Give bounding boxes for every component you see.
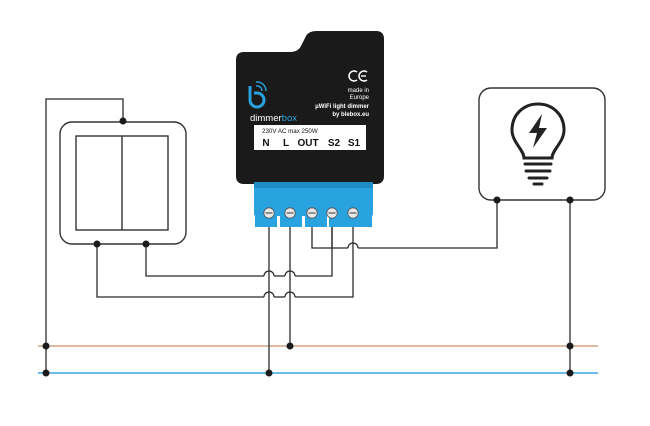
lamp-box: [478, 87, 606, 201]
double-wall-switch-icon: [59, 121, 187, 245]
brand-box-text: box: [282, 113, 298, 124]
svg-text:dimmerbox: dimmerbox: [250, 113, 297, 124]
dimmerbox-module: dimmerbox made in Europe µWiFi light dim…: [236, 31, 384, 227]
terminal-label-s1: S1: [348, 138, 361, 149]
terminal-block: [254, 182, 373, 216]
made-in-line1: made in: [348, 88, 369, 94]
brand-dimmer-text: dimmer: [250, 113, 282, 124]
terminal-label-l: L: [283, 138, 289, 149]
terminal-screws: [263, 207, 359, 219]
terminal-label-n: N: [262, 138, 269, 149]
junction-dots: [42, 117, 574, 377]
made-in-line2: Europe: [350, 95, 370, 101]
rating-text: 230V AC max 250W: [262, 128, 318, 135]
light-bulb-icon: [510, 102, 566, 186]
terminal-label-plate: [254, 125, 366, 150]
ce-mark-icon: [348, 70, 368, 82]
wires: [45, 98, 571, 373]
terminal-label-out: OUT: [297, 138, 318, 149]
product-line2: by blebox.eu: [332, 112, 369, 118]
blebox-logo-icon: [248, 81, 267, 109]
product-line1: µWiFi light dimmer: [315, 104, 369, 110]
terminal-label-s2: S2: [328, 138, 341, 149]
